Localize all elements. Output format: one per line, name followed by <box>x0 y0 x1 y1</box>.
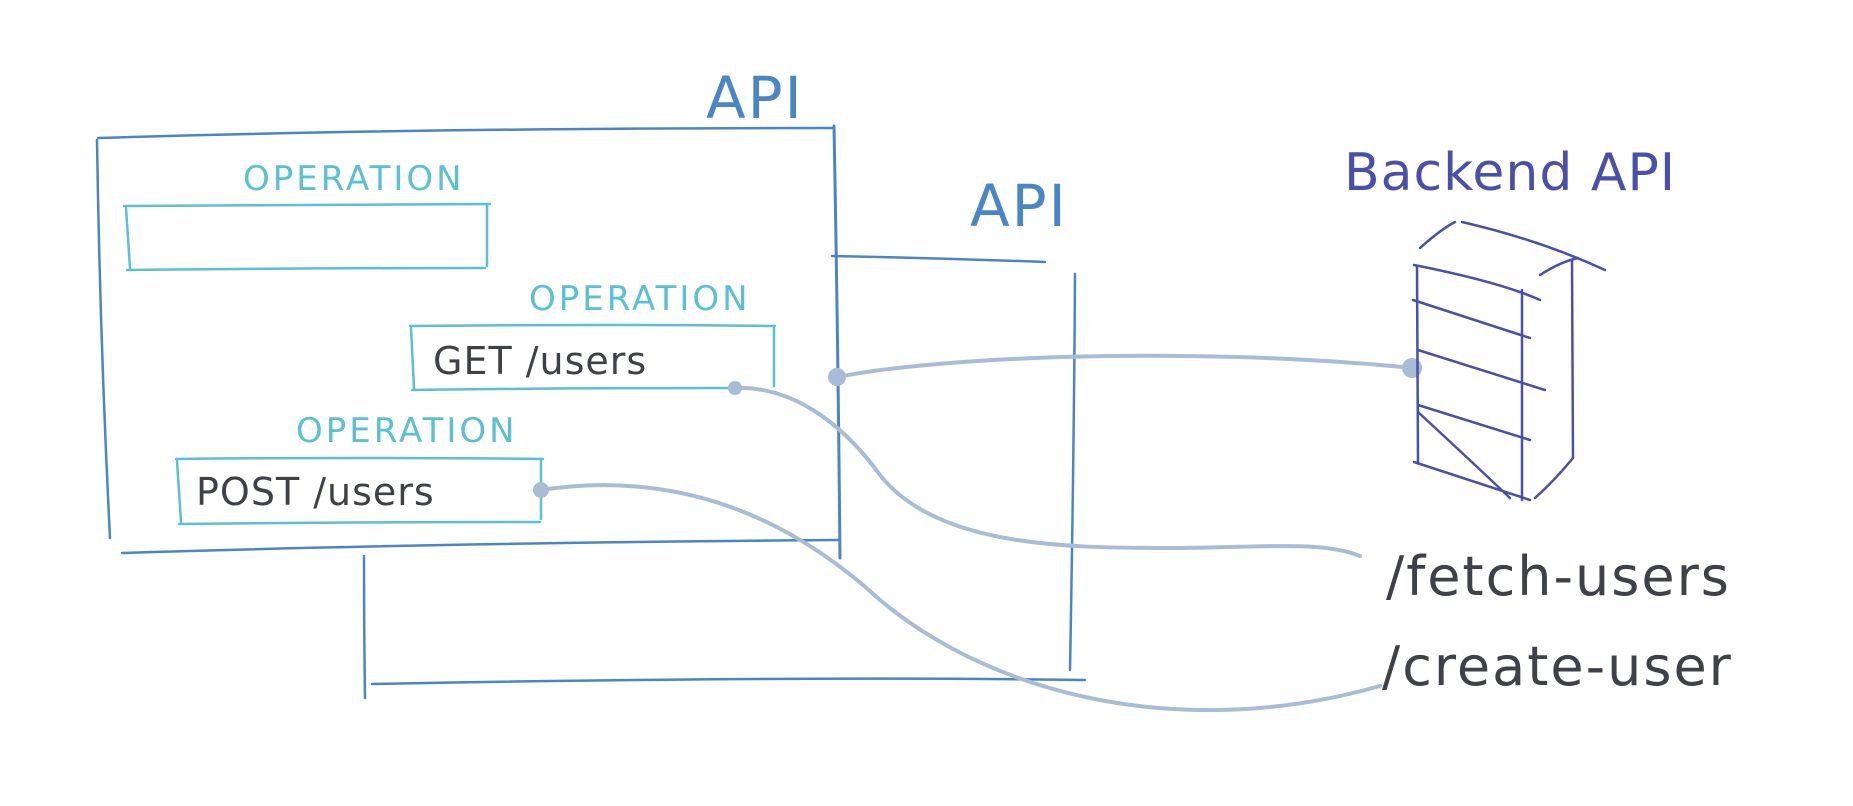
api-label-main: API <box>706 64 804 132</box>
operation-box-2[interactable] <box>408 323 777 392</box>
connector-api-to-backend <box>836 353 1415 379</box>
server-icon <box>1411 220 1607 502</box>
connector-post-to-create-user <box>539 483 1382 713</box>
connector-dot-post[interactable] <box>533 482 549 498</box>
operation-route-3: POST /users <box>196 470 435 514</box>
api-frame-main <box>95 124 842 560</box>
operation-title-2: OPERATION <box>529 279 751 319</box>
operation-box-1[interactable] <box>122 202 492 272</box>
backend-path-create-user: /create-user <box>1382 635 1733 698</box>
operation-route-2: GET /users <box>433 339 647 383</box>
connector-dot-get[interactable] <box>728 381 742 395</box>
api-frame-secondary <box>362 254 1087 700</box>
operation-box-3[interactable] <box>174 456 545 526</box>
operation-title-3: OPERATION <box>296 411 518 451</box>
operation-title-1: OPERATION <box>243 159 465 199</box>
connector-dot-backend[interactable] <box>1402 358 1422 378</box>
connectors <box>539 353 1415 713</box>
connector-get-to-fetch-users <box>733 385 1362 558</box>
backend-label: Backend API <box>1344 143 1676 203</box>
connector-dot-api[interactable] <box>828 368 846 386</box>
backend-path-fetch-users: /fetch-users <box>1386 545 1731 608</box>
api-label-secondary: API <box>970 172 1068 240</box>
